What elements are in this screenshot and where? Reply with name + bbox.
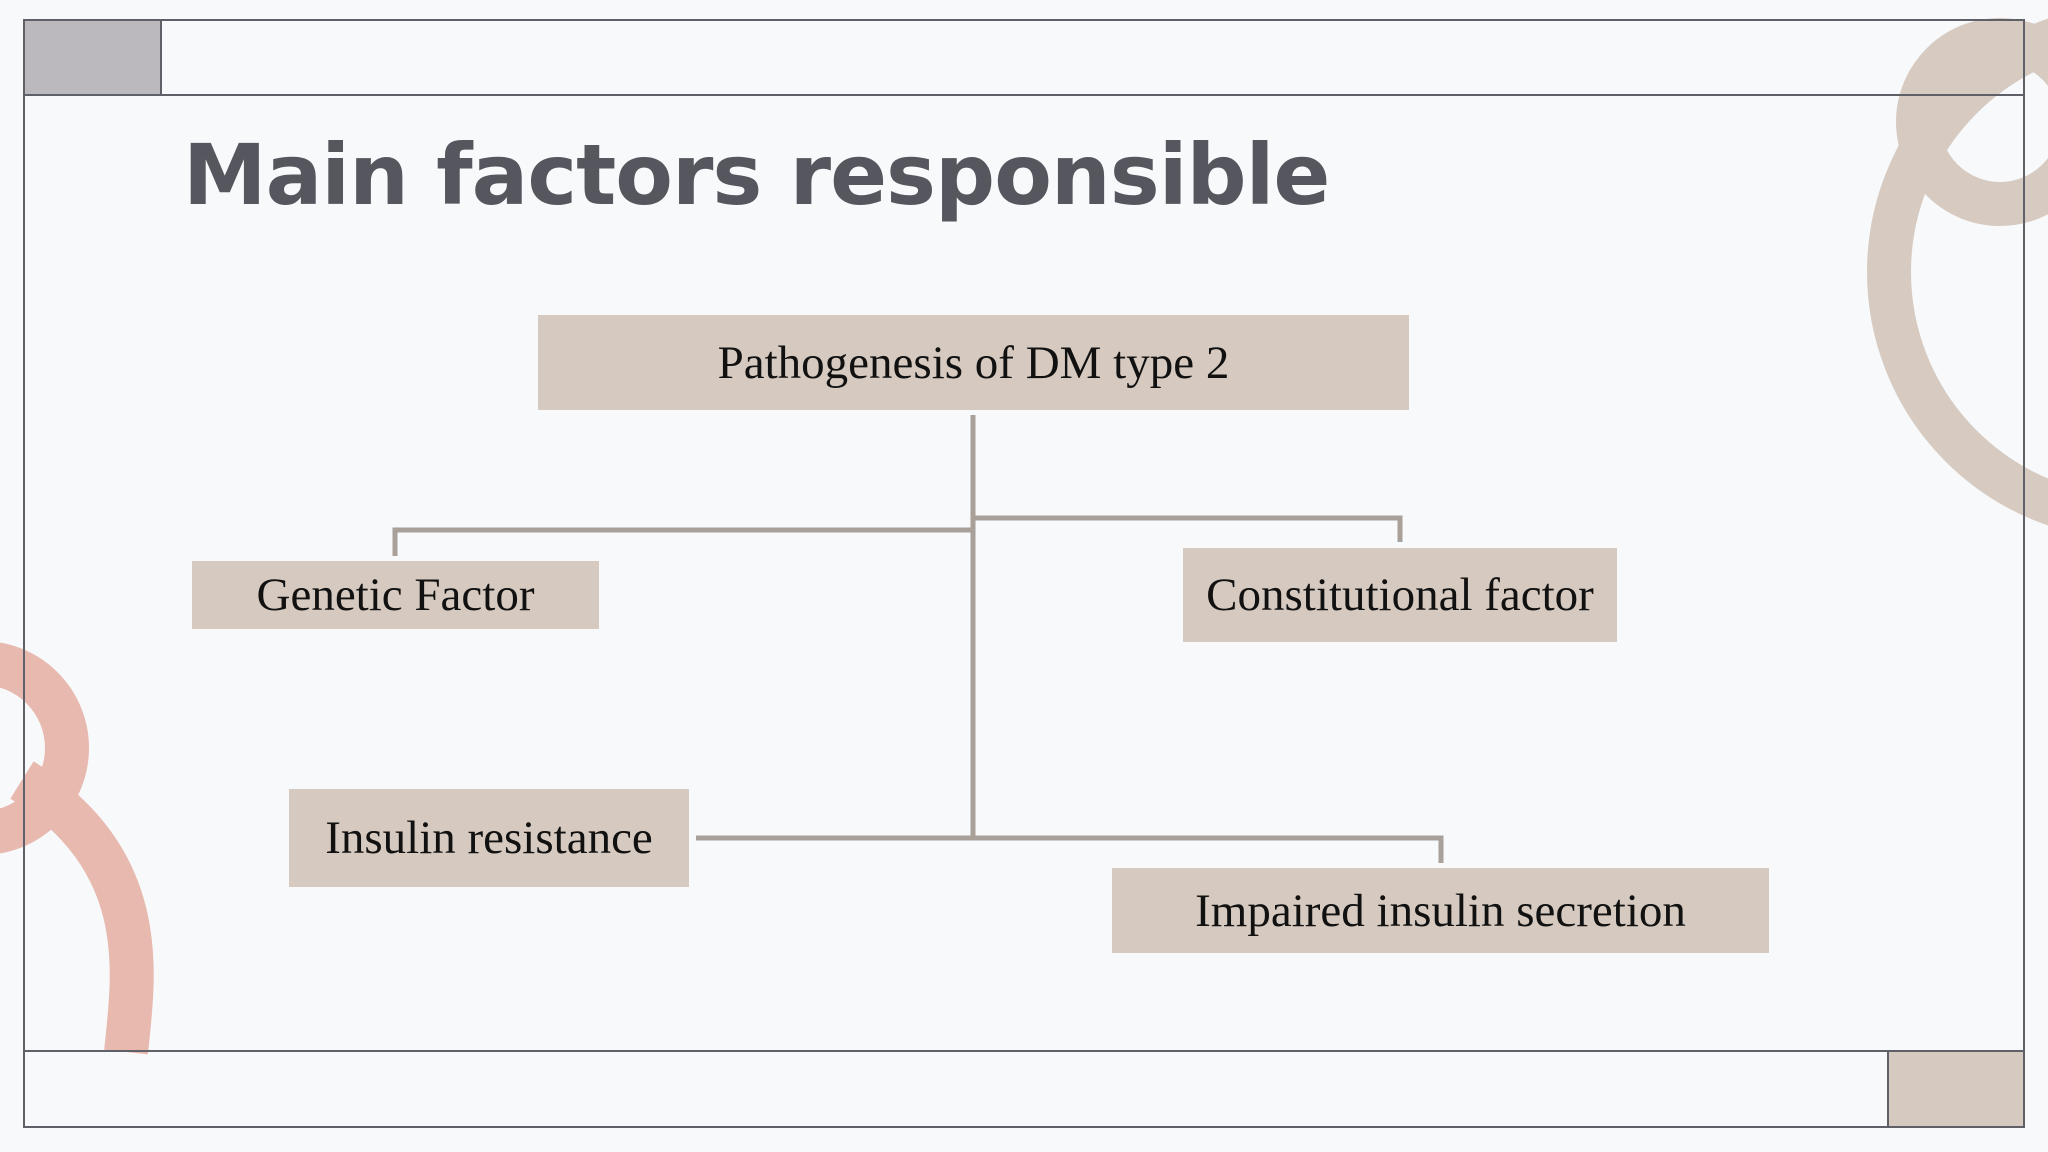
node-genetic-factor: Genetic Factor — [192, 561, 599, 629]
slide-title: Main factors responsible — [183, 126, 1330, 224]
node-insulin-resistance: Insulin resistance — [289, 789, 689, 887]
node-constitutional-factor: Constitutional factor — [1183, 548, 1617, 642]
node-impaired-insulin-secretion: Impaired insulin secretion — [1112, 868, 1769, 953]
connector-impaired-secretion — [973, 835, 1444, 863]
node-root-pathogenesis: Pathogenesis of DM type 2 — [538, 315, 1409, 410]
corner-block-bottom-right — [1888, 1051, 2024, 1127]
corner-block-top-left — [24, 20, 161, 95]
ribbon-decoration-bottom-left — [0, 642, 154, 1055]
ring-decoration-top-right — [1867, 18, 2048, 526]
connector-constitutional — [973, 515, 1403, 542]
slide-frame — [23, 19, 2025, 1128]
diagram-connectors — [392, 415, 1444, 863]
connector-genetic — [392, 527, 973, 556]
